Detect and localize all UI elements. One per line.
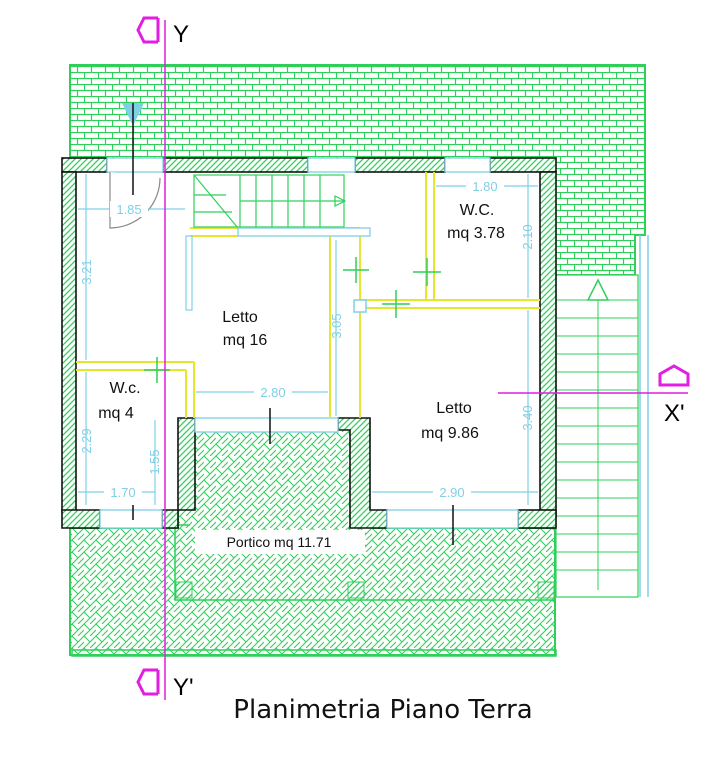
section-line-x [498, 364, 690, 394]
section-line-y [136, 16, 166, 700]
dim-170: 1.70 [110, 485, 135, 500]
plan-caption: Planimetria Piano Terra [233, 695, 532, 725]
room-letto-big-area: mq 16 [223, 332, 268, 349]
dim-321: 3.21 [79, 259, 94, 284]
dim-305: 3.05 [329, 313, 344, 338]
dim-229: 2.29 [79, 428, 94, 453]
dimension-labels: 1.85 1.80 2.10 3.21 3.05 2.80 3.40 2.29 … [79, 178, 535, 500]
room-letto-big-name: Letto [222, 309, 258, 326]
dim-340: 3.40 [520, 405, 535, 430]
axis-x-right-label: X' [664, 400, 685, 427]
room-letto-small-area: mq 9.86 [421, 425, 479, 442]
dim-290: 2.90 [439, 485, 464, 500]
dim-180: 1.80 [472, 179, 497, 194]
stairs [193, 174, 347, 229]
axis-y-bottom-label: Y' [173, 674, 194, 701]
partition [185, 235, 193, 311]
dim-210: 2.10 [520, 224, 535, 249]
dim-155: 1.55 [147, 449, 162, 474]
dim-280: 2.80 [260, 385, 285, 400]
room-wc-top-area: mq 3.78 [447, 225, 505, 242]
terrace-paving [69, 64, 649, 598]
room-wc-small-area: mq 4 [98, 405, 134, 422]
stair-rail [237, 227, 371, 237]
room-wc-small-name: W.c. [109, 380, 140, 397]
axis-y-top-label: Y [173, 21, 189, 48]
portico-inner [190, 418, 358, 530]
portico-label: Portico mq 11.71 [227, 534, 332, 550]
room-letto-small-name: Letto [436, 400, 472, 417]
portico-label-bg [195, 530, 365, 554]
room-wc-top-name: W.C. [460, 202, 495, 219]
external-walls [61, 157, 557, 529]
light-fixtures [144, 257, 441, 383]
dim-185: 1.85 [116, 202, 141, 217]
door-markers [132, 408, 454, 545]
